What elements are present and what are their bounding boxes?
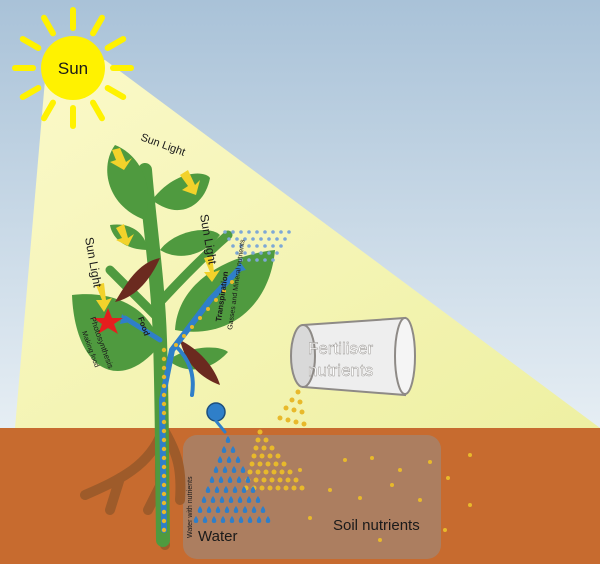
leaf-top-right <box>152 173 210 211</box>
water-with-nutrients-label: Water with nutrients <box>187 476 194 538</box>
sun-label: Sun <box>58 59 88 78</box>
flow-arrow-icons <box>120 262 246 324</box>
soil-zone-box <box>183 435 441 559</box>
nutrient-flow-dots <box>161 280 234 533</box>
soil-nutrient-dots <box>298 453 472 542</box>
fertiliser-dots <box>243 389 307 491</box>
pepper-upper <box>115 258 160 302</box>
leaf-upper-right <box>160 230 220 256</box>
water-drops <box>193 436 271 523</box>
fertiliser-nutrients-label: nutrients <box>308 361 373 380</box>
watering-can-icon <box>206 402 227 434</box>
star-icon <box>93 308 123 334</box>
pepper-fruits <box>115 258 220 385</box>
transpiration-vapor-dots <box>223 230 291 262</box>
soil-nutrients-label: Soil nutrients <box>333 517 420 534</box>
pepper-lower <box>180 340 220 385</box>
fertiliser-label: Fertiliser <box>308 339 374 358</box>
water-flow <box>122 265 243 533</box>
fertiliser-container-icon <box>290 316 416 397</box>
sunlight-arrow-icons <box>96 148 220 312</box>
sun-icon <box>12 7 134 129</box>
water-label: Water <box>198 528 237 545</box>
